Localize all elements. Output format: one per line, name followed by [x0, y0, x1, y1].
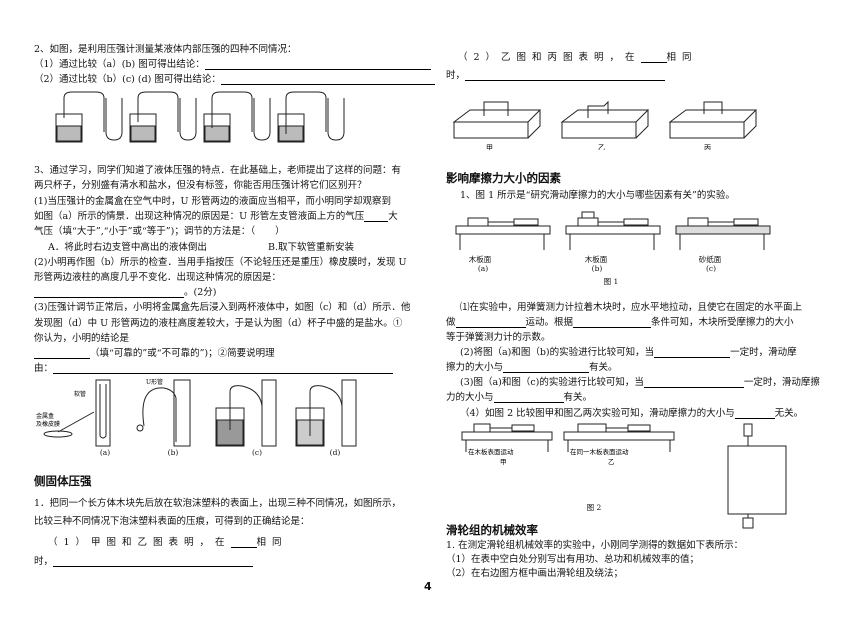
surface-cap-c: (c) — [705, 264, 717, 273]
figure-2-caption: 图 2 — [586, 503, 602, 512]
pressure-gauge-figure-abcd: 金属盒 及橡皮膜 软管 U形管 — [36, 378, 357, 447]
q3-line1: 3、通过学习，同学们知道了液体压强的特点．在此基础上，老师提出了这样的问题：有 — [34, 165, 402, 176]
q3-line3: (1)当压强计的金属盒在空气中时，U 形管两边的液面应当相平，而小明同学却观察到 — [34, 196, 391, 207]
foam-block-figure: 甲 乙 丙 — [452, 100, 758, 150]
heading-friction: 影响摩擦力大小的因素 — [446, 171, 561, 185]
cap-yi: 乙 — [598, 144, 605, 150]
cap-a: (a) — [99, 448, 111, 457]
q2-intro: 2、如图，是利用压强计测量某液体内部压强的四种不同情况： — [34, 44, 297, 55]
friction-p7: 力的大小与有关。 — [446, 392, 593, 404]
fig2-label-a: 在木板表面运动 — [468, 447, 514, 456]
pulley-line2: （1）在表中空白处分别写出有用功、总功和机械效率的值； — [446, 554, 700, 565]
pulley-line3: （2）在右边图方框中画出滑轮组及绕法； — [446, 568, 624, 579]
solid-line4: 时， — [34, 556, 254, 568]
pressure-gauge-figure-four — [55, 91, 345, 143]
q3-option-a: A．将此时右边支管中高出的液体倒出 — [48, 242, 207, 253]
q3-line10: 发现图（d）中 U 形管两边的液柱高度差较大，于是认为图（d）杯子中盛的是盐水。… — [34, 318, 403, 329]
q3-line9: (3)压强计调节正常后，小明将金属盒先后浸入到两杯液体中，如图（c）和（d）所示… — [34, 302, 411, 313]
fig2-sub-a: 甲 — [500, 458, 507, 466]
q3-line5: 气压（填“大于”,“小于”或“等于”)；调节的方法是：（） — [34, 226, 285, 237]
q3-option-b: B.取下软管重新安装 — [268, 242, 355, 253]
heading-solid-pressure: 侧固体压强 — [34, 474, 92, 488]
solid-line1: 1．把同一个长方体木块先后放在软泡沫塑料的表面上，出现三种不同情况，如图所示， — [34, 498, 402, 509]
surface-cap-a: (a) — [477, 264, 489, 273]
page-number: 4 — [424, 580, 432, 593]
q3-line13: 由： — [34, 363, 394, 375]
friction-p2: 做运动。根据条件可知，木块所受摩擦力的大小 — [446, 317, 794, 329]
cap-jia: 甲 — [486, 144, 493, 150]
solid-line-right2: 时， — [446, 70, 666, 82]
q3-line11: 你认为，小明的结论是 — [34, 333, 130, 344]
q2-line2: （2）通过比较（b）(c) (d) 图可得出结论： — [34, 74, 435, 86]
solid-line-right1: （2）乙图和丙图表明，在相同 — [458, 52, 698, 64]
q3-line2: 两只杯子，分别盛有清水和盐水，但没有标签，你能否用压强计将它们区别开？ — [34, 180, 367, 191]
surface-cap-b: (b) — [591, 264, 603, 273]
friction-p4: (2)将图（a)和图（b)的实验进行比较可知，当一定时，滑动摩 — [460, 347, 797, 359]
label-hose: 软管 — [74, 390, 86, 398]
q3-line8: 。(2分) — [34, 287, 216, 299]
heading-pulley: 滑轮组的机械效率 — [446, 523, 538, 537]
q2-line1: （1）通过比较（a）(b) 图可得出结论： — [34, 59, 431, 71]
friction-figure-1 — [455, 211, 771, 250]
label-metal-box: 金属盒 — [36, 412, 54, 420]
friction-p8: （4）如图 2 比较图甲和图乙两次实验可知，滑动摩擦力的大小与无关。 — [460, 408, 804, 420]
solid-line2: 比较三种不同情况下泡沫塑料表面的压痕，可得到的正确结论是： — [34, 516, 310, 527]
friction-p3: 等于弹簧测力计的示数。 — [446, 332, 551, 343]
friction-p5: 擦力的大小与有关。 — [446, 362, 618, 374]
fig2-label-b: 在同一木板表面运动 — [570, 447, 629, 456]
surface-a: 木板面 — [468, 255, 492, 264]
label-membrane: 及橡皮膜 — [36, 420, 60, 428]
friction-p1: ⑴在实验中，用弹簧测力计拉着木块时，应水平地拉动，且使它在固定的水平面上 — [460, 302, 803, 313]
surface-c: 砂纸面 — [698, 255, 722, 264]
friction-figure-2: 在木板表面运动 在同一木板表面运动 甲 乙 — [461, 423, 675, 466]
figure-1-caption: 图 1 — [603, 277, 619, 286]
q3-line7: 形管两边液柱的高度几乎不变化．出现这种情况的原因是： — [34, 272, 282, 283]
friction-intro: 1、图 1 所示是“研究滑动摩擦力的大小与哪些因素有关”的实验。 — [460, 190, 735, 201]
pulley-line1: 1. 在测定滑轮组机械效率的实验中，小刚同学测得的数据如下表所示： — [446, 540, 744, 551]
q3-line12: （填“可靠的”或“不可靠的”)；②简要说明理 — [34, 348, 275, 360]
label-u-tube: U形管 — [146, 378, 163, 386]
solid-line3: （1）甲图和乙图表明，在相同 — [48, 537, 288, 549]
cap-c: (c) — [251, 448, 263, 457]
pulley-answer-box — [727, 423, 787, 529]
surface-b: 木板面 — [584, 255, 608, 264]
q3-line6: (2)小明再作图（b）所示的检查．当用手指按压（不论轻压还是重压）橡皮膜时，发现… — [34, 257, 407, 268]
cap-bing: 丙 — [704, 144, 711, 150]
fig2-sub-b: 乙 — [608, 458, 615, 466]
cap-d: (d) — [329, 448, 341, 457]
cap-b: (b) — [167, 448, 179, 457]
q3-line4: 如图（a）所示的情景．出现这种情况的原因是：U 形管左支管液面上方的气压大 — [34, 211, 398, 223]
friction-p6: (3)图（a)和图（c)的实验进行比较可知，当一定时，滑动摩擦 — [460, 377, 820, 389]
